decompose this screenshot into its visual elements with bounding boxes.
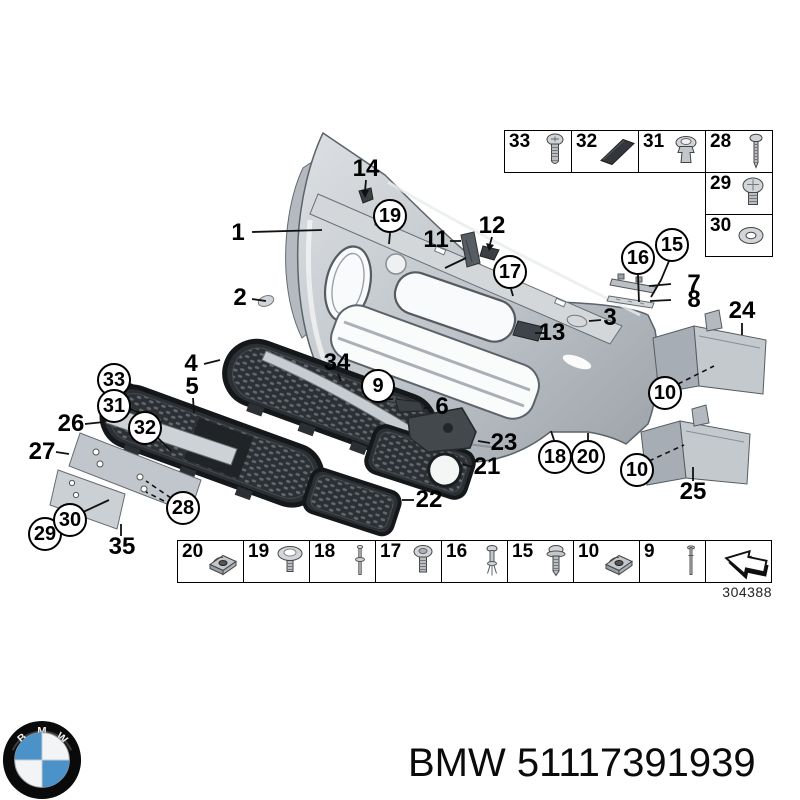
part-guide-13 bbox=[512, 320, 544, 342]
fastener-table-extension: 29 30 bbox=[705, 172, 773, 257]
part-fog-grille-right bbox=[364, 424, 476, 500]
fastener-cell-32: 32 bbox=[572, 131, 638, 172]
callout-part-9: 9 bbox=[361, 369, 395, 403]
expanding-grommet-icon bbox=[675, 136, 697, 163]
fastener-cell-10: 10 bbox=[574, 541, 639, 582]
part-cap-3 bbox=[566, 314, 588, 328]
part-lower-grille bbox=[302, 467, 402, 537]
bmw-logo: B M W bbox=[2, 720, 82, 800]
callout-part-21: 21 bbox=[473, 453, 501, 480]
callout-part-13: 13 bbox=[538, 319, 566, 346]
round-head-bolt-icon bbox=[742, 177, 764, 205]
fastener-number: 10 bbox=[578, 541, 600, 562]
fastener-number: 29 bbox=[710, 173, 732, 194]
pan-head-screw-icon bbox=[546, 133, 564, 164]
washer-screw-icon bbox=[546, 545, 566, 577]
fastener-cell-29: 29 bbox=[706, 173, 772, 214]
fastener-table: 33 32 31 28 bbox=[504, 130, 773, 173]
fastener-number: 30 bbox=[710, 215, 732, 236]
callout-part-12: 12 bbox=[478, 212, 506, 239]
callout-part-24: 24 bbox=[728, 297, 756, 324]
flange-bolt-icon bbox=[413, 545, 433, 573]
callout-part-10-lower: 10 bbox=[620, 453, 654, 487]
fastener-cell-31: 31 bbox=[639, 131, 705, 172]
callout-part-22: 22 bbox=[415, 486, 443, 513]
fastener-number: 17 bbox=[380, 541, 402, 562]
fastener-number: 18 bbox=[314, 541, 336, 562]
callout-part-3: 3 bbox=[603, 304, 617, 331]
part-emblem-ring bbox=[385, 253, 407, 275]
callout-part-11: 11 bbox=[423, 226, 449, 253]
callout-part-31: 31 bbox=[97, 389, 131, 423]
clip-nut-icon bbox=[208, 554, 238, 576]
callout-part-15: 15 bbox=[655, 228, 689, 262]
callout-part-14: 14 bbox=[352, 155, 380, 182]
pin-icon bbox=[687, 545, 695, 575]
fastener-cell-20: 20 bbox=[178, 541, 243, 582]
callout-part-28: 28 bbox=[166, 491, 200, 525]
part-rail-7 bbox=[609, 273, 657, 294]
callout-part-6: 6 bbox=[435, 393, 449, 420]
callout-part-20: 20 bbox=[571, 440, 605, 474]
logo-letter-m: M bbox=[37, 726, 46, 738]
pin-rivet-icon bbox=[355, 545, 365, 575]
fastener-number: 15 bbox=[512, 541, 534, 562]
fastener-number: 33 bbox=[509, 131, 531, 152]
callout-part-26: 26 bbox=[57, 410, 85, 437]
fastener-cell-17: 17 bbox=[376, 541, 441, 582]
fastener-number: 9 bbox=[644, 541, 655, 562]
fastener-cell-33: 33 bbox=[505, 131, 571, 172]
callout-part-7: 7 bbox=[687, 270, 701, 297]
callout-part-32: 32 bbox=[128, 411, 162, 445]
callout-part-8: 8 bbox=[687, 286, 701, 313]
callout-part-1: 1 bbox=[231, 219, 245, 246]
callout-part-4: 4 bbox=[184, 350, 198, 377]
part-kidney-grille-right bbox=[393, 271, 517, 343]
fastener-strip: 20 19 18 17 bbox=[177, 540, 772, 583]
callout-part-10-upper: 10 bbox=[648, 376, 682, 410]
fastener-cell-30: 30 bbox=[706, 215, 772, 256]
fastener-cell-28: 28 bbox=[706, 131, 772, 172]
leader-lines bbox=[54, 179, 743, 536]
callout-part-17: 17 bbox=[493, 255, 527, 289]
callout-part-18: 18 bbox=[538, 440, 572, 474]
fastener-number: 32 bbox=[576, 131, 598, 152]
callout-part-25: 25 bbox=[679, 478, 707, 505]
part-number-text: BMW 51117391939 bbox=[408, 741, 756, 785]
diagram-number: 304388 bbox=[722, 584, 772, 600]
fastener-number: 31 bbox=[643, 131, 665, 152]
part-sensor-bracket bbox=[407, 407, 477, 453]
callout-part-23: 23 bbox=[490, 429, 518, 456]
washer-icon bbox=[738, 227, 764, 244]
part-lower-intake bbox=[330, 304, 540, 420]
part-license-plate-pad bbox=[49, 469, 126, 530]
callout-part-30: 30 bbox=[53, 503, 87, 537]
fastener-number: 19 bbox=[248, 541, 270, 562]
fastener-cell-9: 9 bbox=[640, 541, 705, 582]
fastener-cell-18: 18 bbox=[310, 541, 375, 582]
fastener-cell-arrow bbox=[706, 541, 771, 582]
part-support-bracket-lower bbox=[640, 404, 751, 486]
fastener-number: 20 bbox=[182, 541, 204, 562]
callout-part-34: 34 bbox=[323, 349, 351, 376]
part-kidney-grille-left bbox=[323, 245, 373, 323]
fastener-cell-15: 15 bbox=[508, 541, 573, 582]
callout-part-16: 16 bbox=[621, 241, 655, 275]
callout-part-27: 27 bbox=[28, 438, 56, 465]
direction-arrow-icon bbox=[723, 549, 769, 580]
part-clip-12 bbox=[479, 245, 500, 261]
adhesive-pad-icon bbox=[600, 138, 635, 166]
callout-part-2: 2 bbox=[233, 284, 247, 311]
fastener-cell-19: 19 bbox=[244, 541, 309, 582]
fastener-number: 28 bbox=[710, 131, 732, 152]
callout-part-19: 19 bbox=[373, 199, 407, 233]
fastener-number: 16 bbox=[446, 541, 468, 562]
fastener-cell-16: 16 bbox=[442, 541, 507, 582]
long-screw-icon bbox=[749, 133, 763, 169]
callout-part-35: 35 bbox=[108, 533, 136, 560]
push-rivet-icon bbox=[277, 546, 303, 572]
blind-rivet-icon bbox=[486, 545, 498, 576]
callout-part-5: 5 bbox=[185, 373, 199, 400]
clip-nut-icon bbox=[604, 554, 634, 576]
